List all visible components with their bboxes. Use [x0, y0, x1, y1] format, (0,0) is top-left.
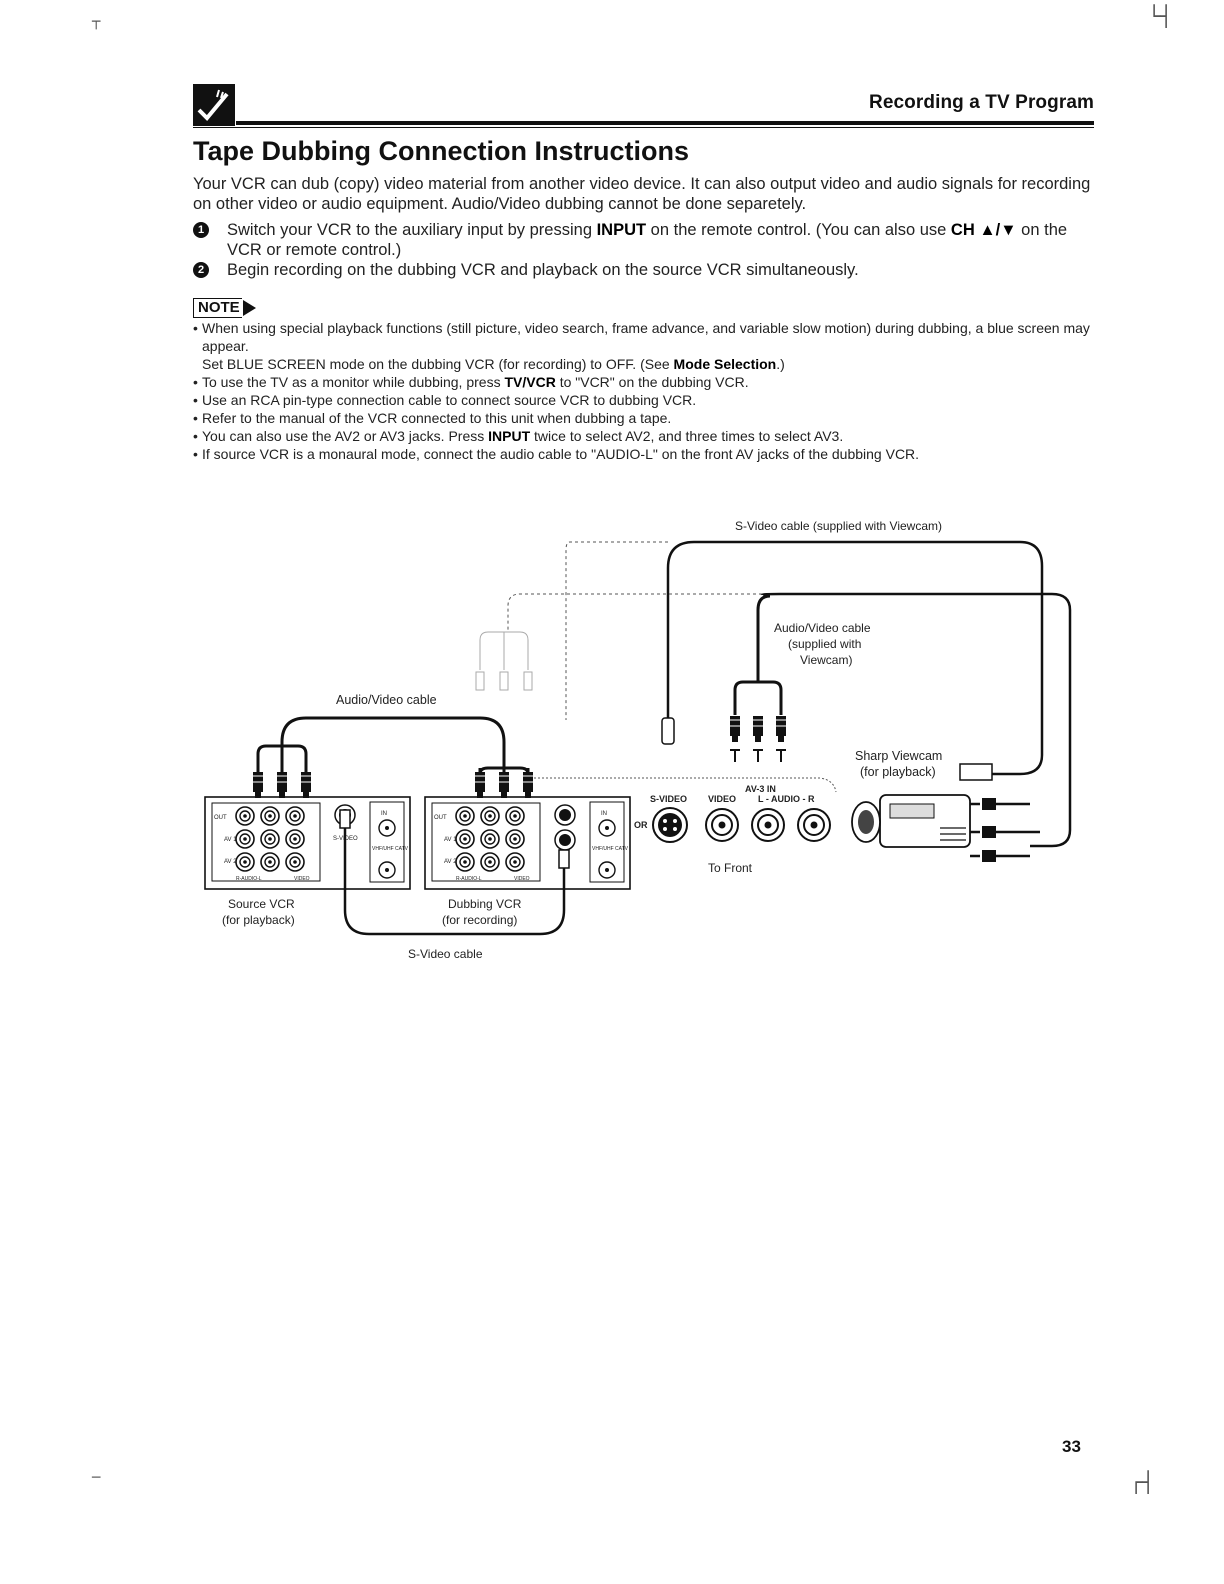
- note-item: Refer to the manual of the VCR connected…: [193, 409, 1098, 427]
- sharp-viewcam-label-1: Sharp Viewcam: [855, 749, 942, 763]
- svideo-cable: [343, 825, 566, 936]
- note-item: If source VCR is a monaural mode, connec…: [193, 445, 1098, 463]
- page-title: Tape Dubbing Connection Instructions: [193, 136, 689, 166]
- connection-diagram: S-Video cable (supplied with Viewcam) Au…: [204, 519, 1072, 961]
- dubbing-vcr-label-2: (for recording): [442, 913, 517, 927]
- crop-mark-top-right: └┤: [1148, 4, 1173, 28]
- crop-mark-bottom-left: ─: [92, 1470, 101, 1486]
- svg-text:AV 1: AV 1: [444, 837, 457, 843]
- svideo-plug: [661, 717, 675, 745]
- svg-text:AV 2: AV 2: [444, 859, 457, 865]
- front-rca-jacks: [705, 808, 831, 842]
- note-list: When using special playback functions (s…: [193, 319, 1098, 463]
- faint-plugs: [475, 631, 533, 691]
- source-vcr-label-2: (for playback): [222, 913, 295, 927]
- svg-text:VIDEO: VIDEO: [514, 876, 530, 882]
- svg-text:AV 1: AV 1: [224, 837, 237, 843]
- to-front-label: To Front: [708, 861, 753, 875]
- section-header: Recording a TV Program: [869, 92, 1094, 113]
- dubbing-vcr-label-1: Dubbing VCR: [448, 897, 522, 911]
- step-2: 2 Begin recording on the dubbing VCR and…: [193, 260, 1098, 280]
- intro-paragraph: Your VCR can dub (copy) video material f…: [193, 175, 1091, 213]
- viewcam-plugs: [970, 798, 1040, 862]
- source-vcr-label-1: Source VCR: [228, 897, 295, 911]
- front-svideo-label: S-VIDEO: [650, 794, 687, 804]
- header-rule: [236, 121, 1094, 125]
- note-item: You can also use the AV2 or AV3 jacks. P…: [193, 427, 1098, 445]
- svideo-cable-label: S-Video cable: [408, 947, 483, 961]
- av-plug: [774, 715, 788, 743]
- svg-text:IN: IN: [381, 811, 387, 817]
- av-plug: [751, 715, 765, 743]
- note-badge: NOTE: [193, 298, 256, 318]
- svideo-cable-viewcam-label: S-Video cable (supplied with Viewcam): [735, 519, 942, 533]
- step-number: 1: [193, 222, 209, 238]
- front-audio-label: L - AUDIO - R: [758, 794, 815, 804]
- svideo-cable-dashed: [565, 541, 668, 720]
- source-vcr: OUT AV 1 AV 2 R-AUDIO-L VIDEO S-VIDEO IN…: [204, 796, 411, 890]
- svideo-plug-viewcam: [959, 763, 993, 781]
- crop-mark-top-left: ┬: [92, 14, 101, 30]
- av-cable-label: Audio/Video cable: [336, 693, 437, 707]
- svg-text:OUT: OUT: [434, 815, 447, 821]
- av-cable-viewcam: [760, 592, 1072, 848]
- note-item: Set BLUE SCREEN mode on the dubbing VCR …: [202, 356, 785, 372]
- header-rule-thin: [193, 127, 1094, 128]
- svg-text:OUT: OUT: [214, 815, 227, 821]
- front-svideo-jack: [652, 807, 688, 843]
- front-video-label: VIDEO: [708, 794, 736, 804]
- front-panel-label: AV-3 IN: [745, 784, 776, 794]
- av-cable-viewcam-label-3: Viewcam): [800, 653, 852, 667]
- viewcam-camera-icon: [851, 794, 971, 848]
- av-plug: [728, 715, 742, 743]
- sharp-viewcam-label-2: (for playback): [860, 765, 936, 779]
- note-item: To use the TV as a monitor while dubbing…: [193, 373, 1098, 391]
- checkmark-icon: [193, 84, 235, 126]
- front-or-label: OR: [634, 820, 648, 830]
- step-number: 2: [193, 262, 209, 278]
- svg-text:AV 2: AV 2: [224, 859, 237, 865]
- av-cable: [280, 716, 506, 772]
- svg-text:VIDEO: VIDEO: [294, 876, 310, 882]
- svg-text:VHF/UHF CATV: VHF/UHF CATV: [372, 846, 409, 852]
- note-item: When using special playback functions (s…: [193, 319, 1098, 355]
- av-cable-viewcam-label-1: Audio/Video cable: [774, 621, 871, 635]
- svg-text:IN: IN: [601, 811, 607, 817]
- av-cable-viewcam-label-2: (supplied with: [788, 637, 861, 651]
- crop-mark-bottom-right: ┌┤: [1130, 1470, 1155, 1494]
- dubbing-vcr: OUT AV 1 AV 2 R-AUDIO-L VIDEO IN VHF/UHF…: [424, 796, 631, 890]
- svg-text:R-AUDIO-L: R-AUDIO-L: [236, 876, 262, 882]
- step-1: 1 Switch your VCR to the auxiliary input…: [193, 220, 1098, 260]
- note-item: Use an RCA pin-type connection cable to …: [193, 391, 1098, 409]
- svg-text:VHF/UHF CATV: VHF/UHF CATV: [592, 846, 629, 852]
- svideo-cable-viewcam: [666, 540, 1044, 776]
- svg-text:R-AUDIO-L: R-AUDIO-L: [456, 876, 482, 882]
- page-number: 33: [1062, 1437, 1081, 1456]
